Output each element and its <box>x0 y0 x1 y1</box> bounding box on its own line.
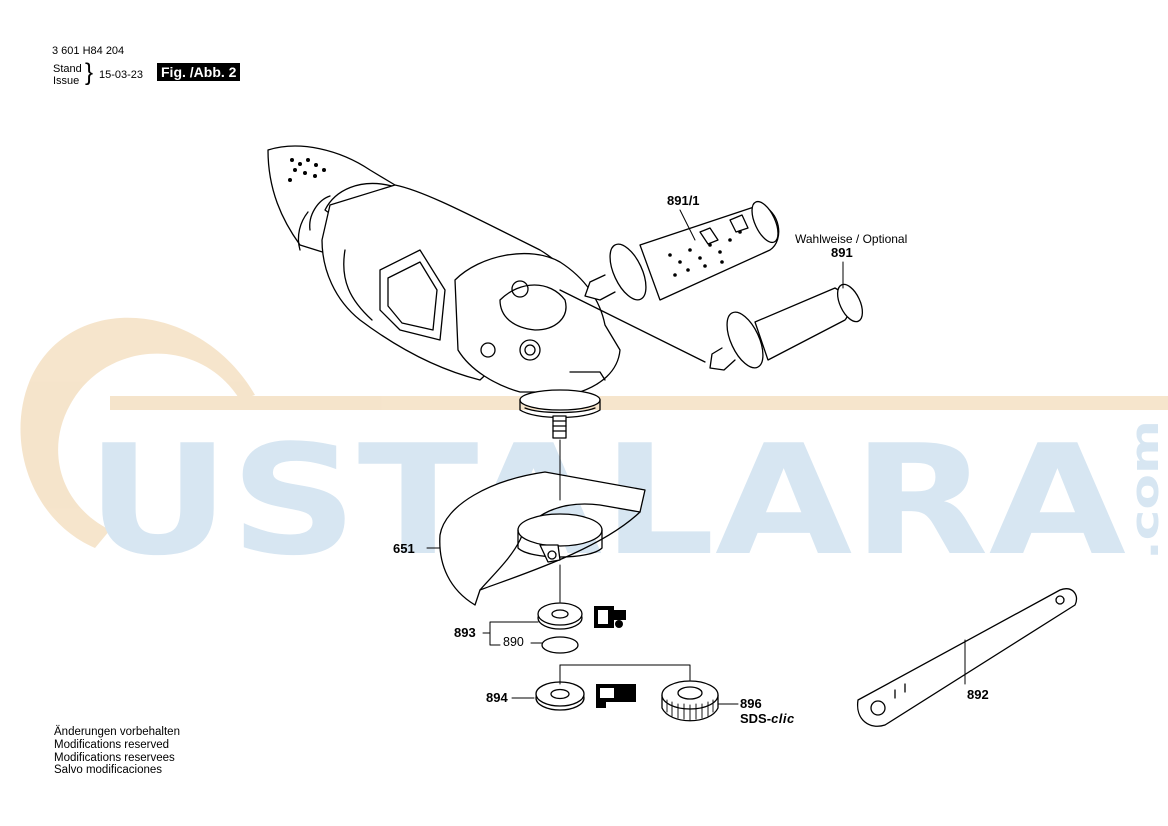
leader-lines <box>426 209 966 705</box>
part-label-651: 651 <box>393 541 415 556</box>
part-label-890: 890 <box>503 635 524 649</box>
sds-clic-logo: clic <box>771 711 795 726</box>
issue-label: Issue <box>53 75 80 87</box>
part-label-893: 893 <box>454 625 476 640</box>
part-number: 3 601 H84 204 <box>52 45 125 57</box>
grinder-body <box>267 145 621 439</box>
note-fr: Modifications reservees <box>54 751 175 764</box>
figure-label: Fig. /Abb. 2 <box>157 63 241 81</box>
sds-prefix: SDS- <box>740 711 772 726</box>
quick-clamping-nut-896 <box>661 680 719 722</box>
note-es: Salvo modificaciones <box>54 764 163 777</box>
part-label-896: 896 <box>740 696 762 711</box>
optional-note: Wahlweise / Optional <box>795 232 908 246</box>
watermark-swoosh <box>20 317 1168 548</box>
part-label-891-1: 891/1 <box>667 193 700 208</box>
wrench-symbol-894 <box>596 684 636 708</box>
stand-label: Stand <box>53 63 82 75</box>
auxiliary-handle-891 <box>709 283 864 371</box>
modification-notes: Änderungen vorbehalten Modifications res… <box>54 726 180 777</box>
guard-651 <box>439 471 646 606</box>
stand-issue-brace: } <box>85 59 94 86</box>
part-label-891: 891 <box>831 245 853 260</box>
two-pin-spanner-892 <box>857 588 1078 727</box>
clamping-nut-894 <box>535 681 585 711</box>
auxiliary-handle-891-1 <box>584 200 780 301</box>
part-label-894: 894 <box>486 690 508 705</box>
mounting-flange-893 <box>537 602 583 630</box>
watermark-suffix: .com <box>1123 420 1167 560</box>
note-en: Modifications reserved <box>54 738 170 751</box>
o-ring-890 <box>541 636 579 654</box>
issue-date: 15-03-23 <box>99 69 144 81</box>
wrench-symbol-893 <box>594 606 626 628</box>
sds-clic-label: SDS-clic <box>740 711 795 726</box>
part-label-892: 892 <box>967 687 989 702</box>
note-de: Änderungen vorbehalten <box>54 726 180 738</box>
handle-leader-line <box>559 289 706 363</box>
